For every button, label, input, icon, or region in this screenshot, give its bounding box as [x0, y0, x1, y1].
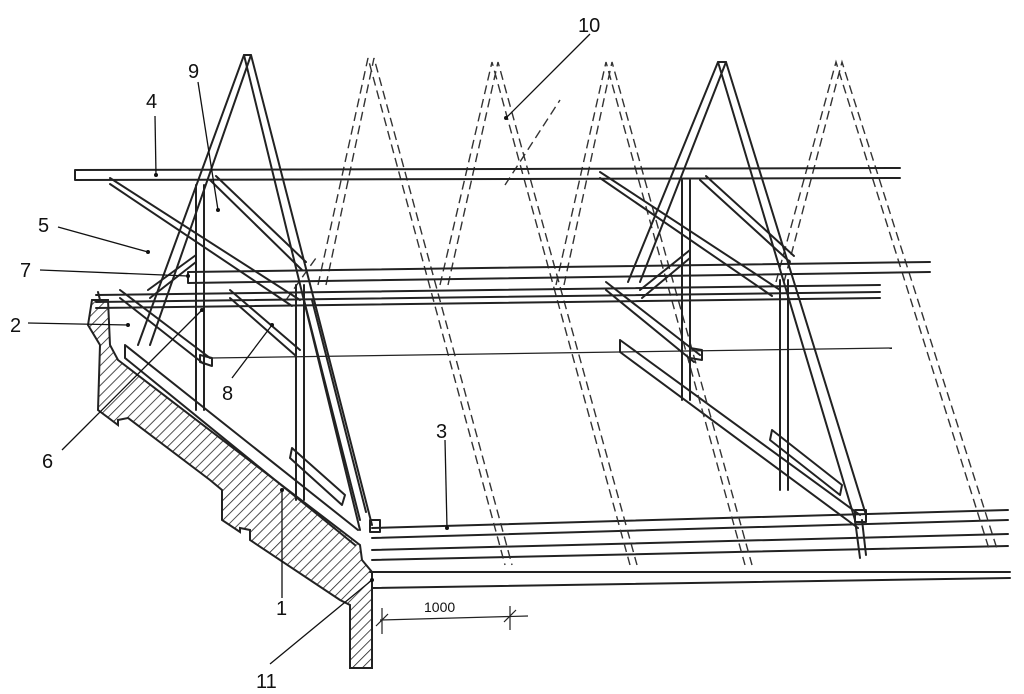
bottom-runner	[371, 509, 1009, 561]
middle-longitudinal-beams	[95, 261, 931, 309]
base-sills	[124, 339, 861, 546]
front-truss-left	[109, 54, 381, 533]
callout-4: 4	[146, 91, 157, 113]
floor-slab	[369, 571, 1011, 668]
rear-line	[209, 347, 893, 359]
callout-9: 9	[188, 61, 199, 83]
callout-6: 6	[42, 451, 53, 473]
leader-lines	[27, 33, 591, 665]
callout-8: 8	[222, 383, 233, 405]
wall-section	[86, 299, 373, 669]
callout-1: 1	[276, 598, 287, 620]
dashed-trusses	[285, 57, 999, 566]
callout-3: 3	[436, 421, 447, 443]
callout-11: 11	[256, 671, 277, 693]
callout-7: 7	[20, 260, 31, 282]
dimension-line: 1000	[375, 599, 529, 634]
back-truss-right	[599, 61, 867, 559]
upper-longitudinal-beam	[74, 167, 901, 181]
callout-10: 10	[578, 15, 600, 37]
callout-labels: 1 2 3 4 5 6 7 8 9 10 11	[10, 15, 600, 693]
callout-5: 5	[38, 215, 49, 237]
callout-2: 2	[10, 315, 21, 337]
dimension-label: 1000	[424, 599, 455, 615]
